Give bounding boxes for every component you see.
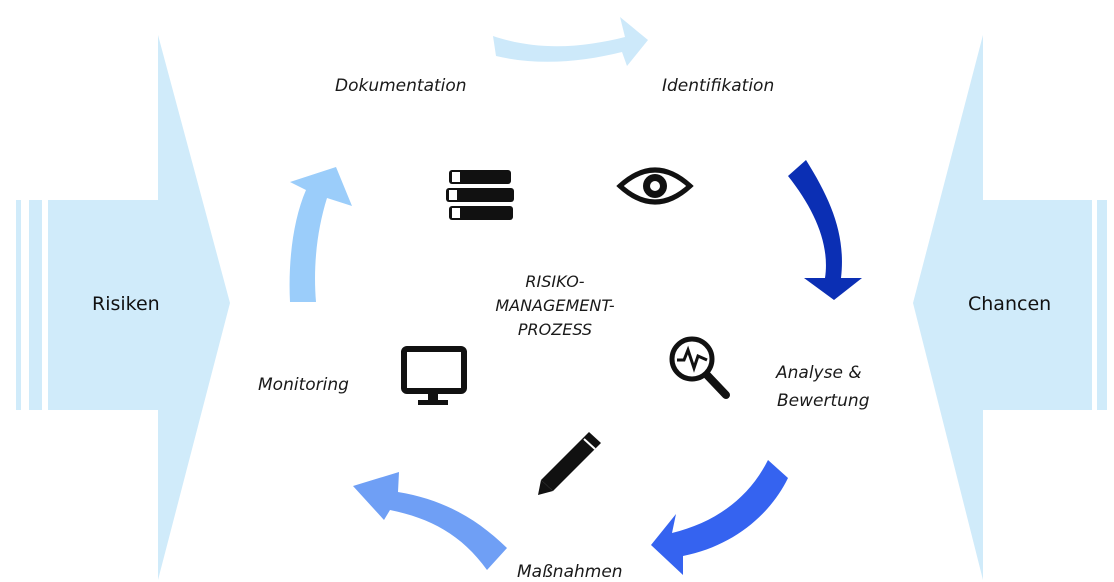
eye-icon	[616, 167, 694, 205]
risks-arrow-body	[48, 35, 230, 580]
chances-stripe-1	[1097, 200, 1107, 410]
arrow-identifikation-to-analyse	[788, 160, 862, 300]
step-massnahmen-label: Maßnahmen	[517, 562, 623, 582]
process-title-line-3: PROZESS	[517, 320, 593, 339]
process-title: RISIKO- MANAGEMENT- PROZESS	[480, 270, 630, 342]
step-analyse-label-line2: Bewertung	[777, 391, 870, 411]
step-monitoring-label: Monitoring	[258, 375, 349, 395]
risks-label: Risiken	[92, 293, 160, 315]
arrow-analyse-to-massnahmen	[651, 460, 788, 575]
risks-stripe-1	[16, 200, 21, 410]
arrow-dokumentation-to-identifikation	[493, 17, 648, 66]
monitor-icon	[401, 346, 467, 405]
pencil-icon	[538, 432, 601, 495]
chances-side-arrow	[913, 35, 1107, 580]
risks-stripe-2	[29, 200, 42, 410]
books-icon	[446, 170, 514, 220]
arrow-monitoring-to-dokumentation	[289, 167, 352, 302]
chances-label: Chancen	[968, 293, 1052, 315]
step-dokumentation-label: Dokumentation	[335, 76, 467, 96]
risks-side-arrow	[16, 35, 230, 580]
process-title-line-1: RISIKO-	[525, 272, 585, 291]
magnifier-pulse-icon	[669, 336, 730, 399]
chances-arrow-body	[913, 35, 1092, 580]
step-analyse-label-line1: Analyse &	[776, 363, 862, 383]
process-title-line-2: MANAGEMENT-	[495, 296, 615, 315]
arrow-massnahmen-to-monitoring	[353, 472, 507, 570]
step-identifikation-label: Identifikation	[662, 76, 775, 96]
